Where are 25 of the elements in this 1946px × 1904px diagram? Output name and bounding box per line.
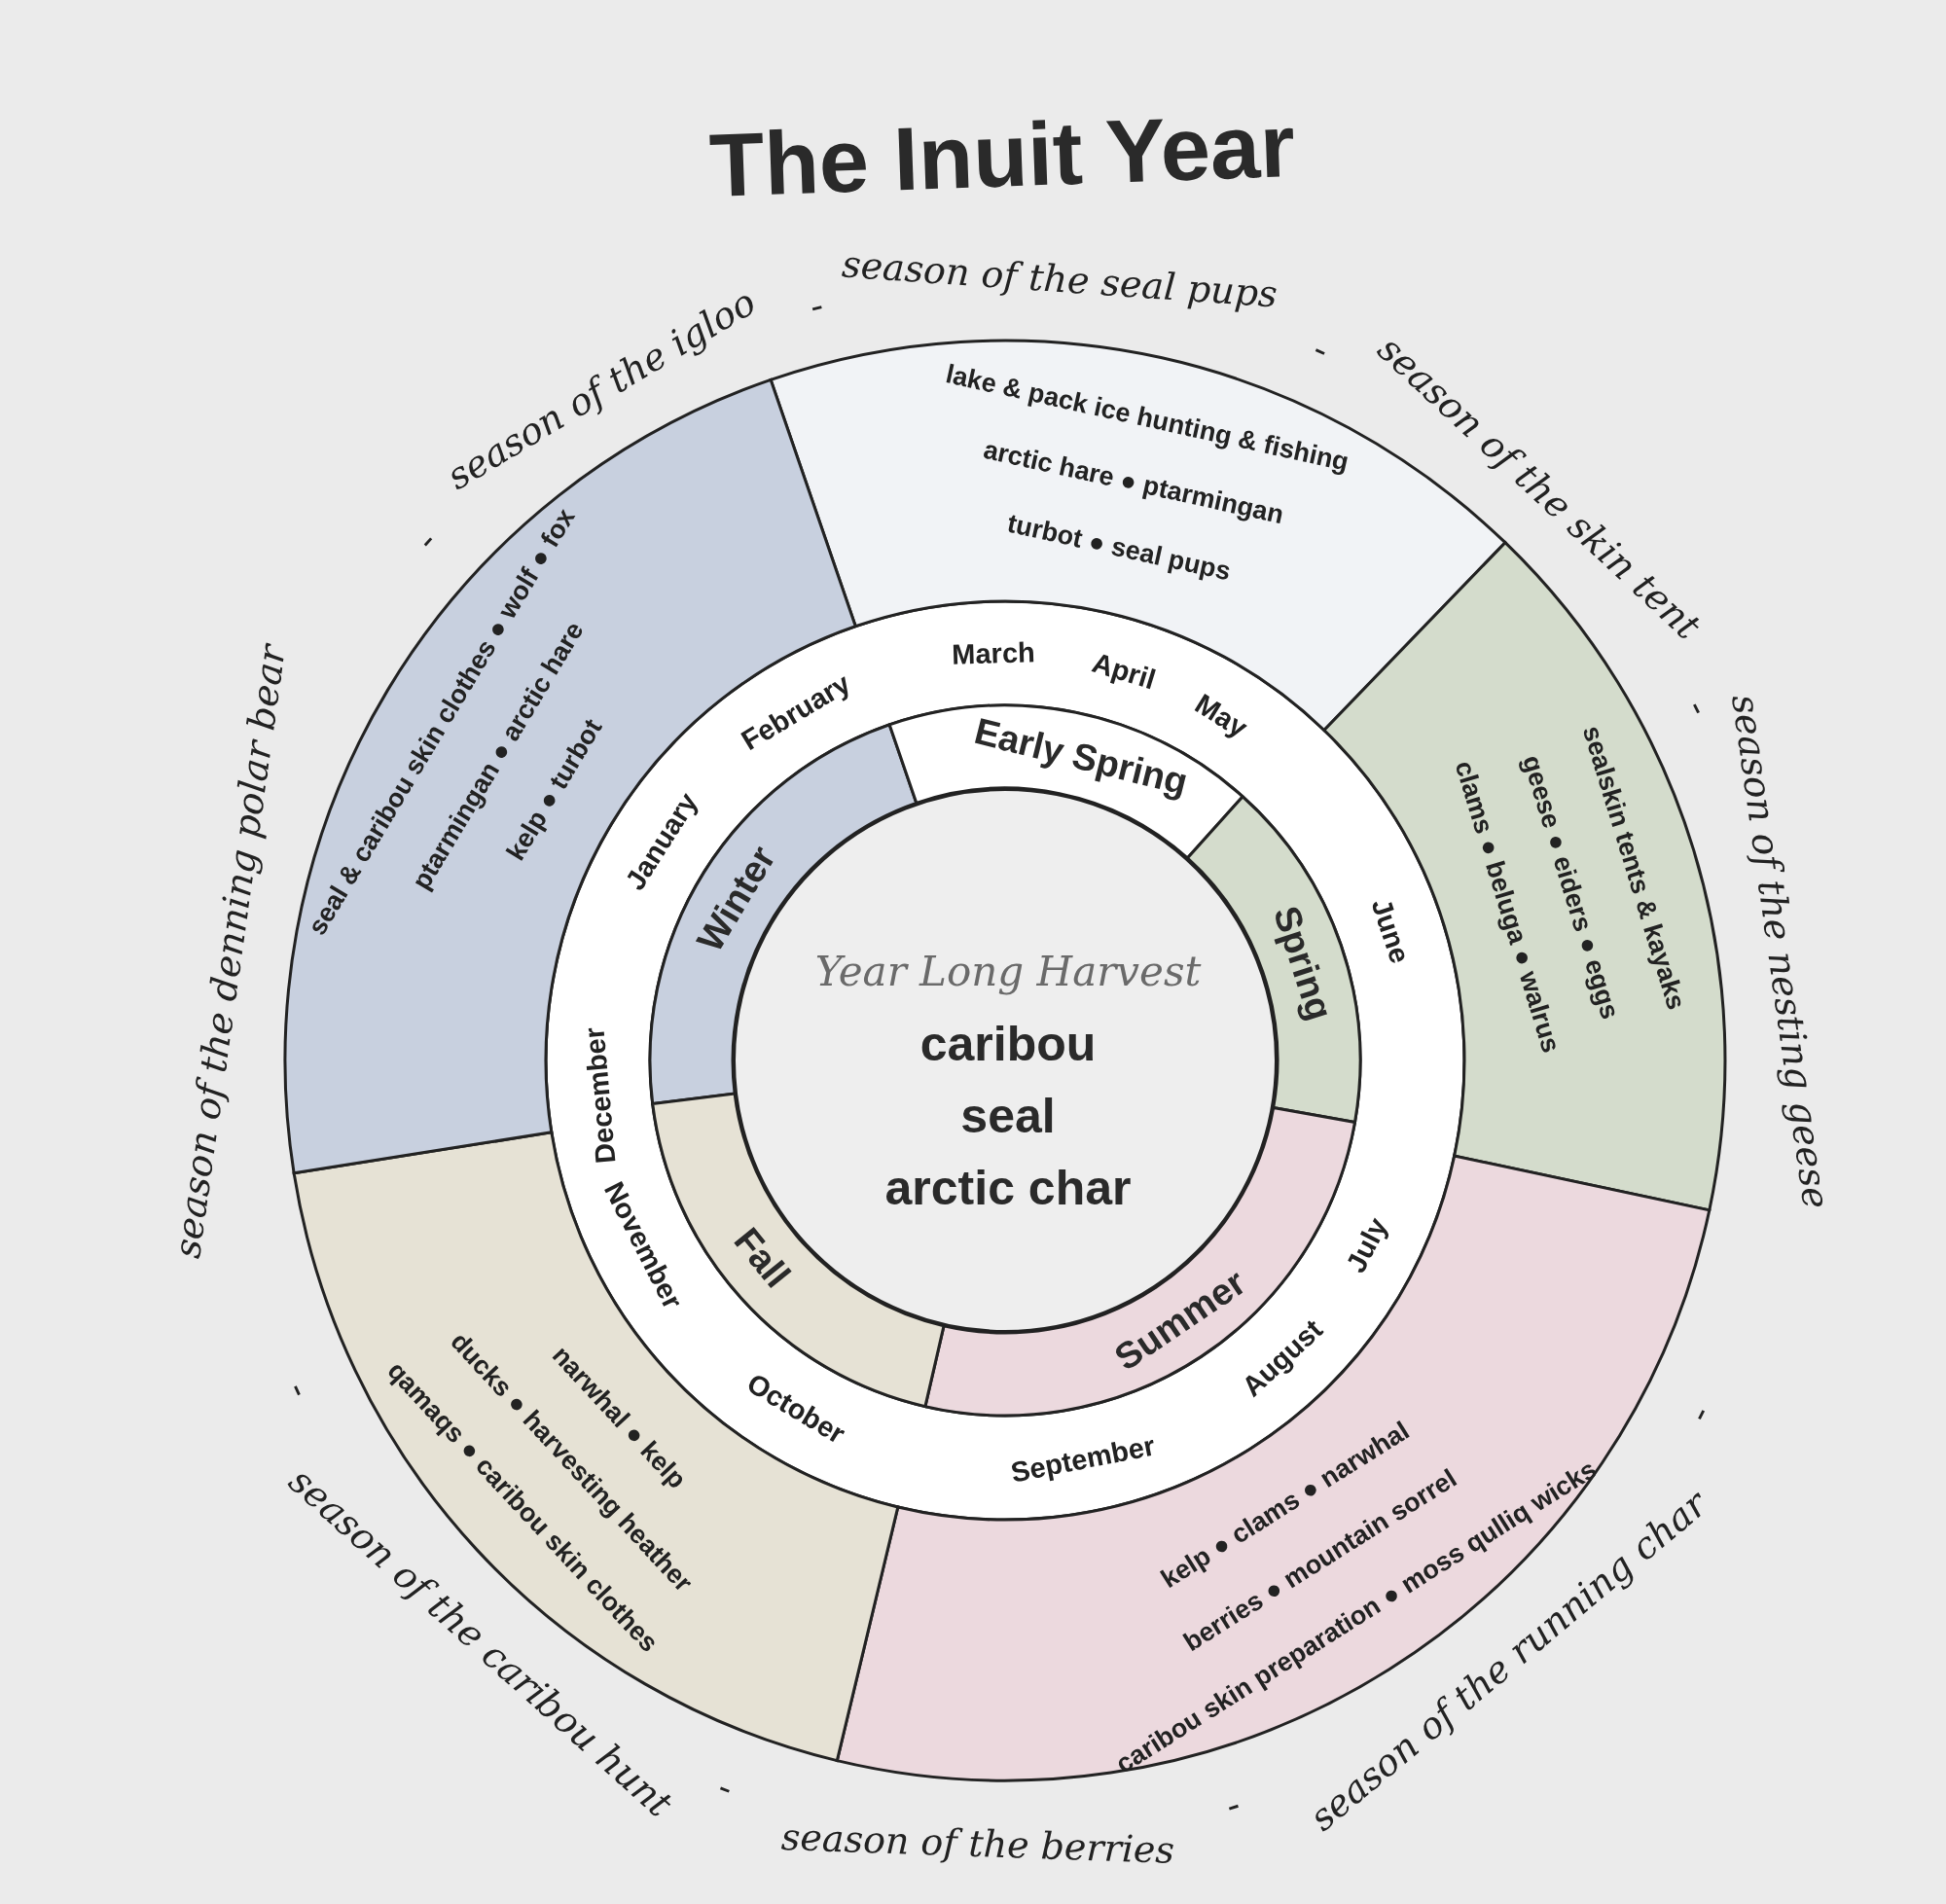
harvest-text: caribou [919, 1016, 1097, 1072]
season-label: season of the denning polar bear [164, 642, 294, 1261]
month-label: September [1008, 1429, 1158, 1490]
month-label: March [951, 636, 1035, 671]
harvest-text: arctic char [884, 1160, 1132, 1216]
season-label: season of the nesting geese [1723, 692, 1839, 1211]
season-name: Spring [1265, 901, 1342, 1026]
separator-dash: - [1307, 327, 1337, 372]
separator-dash: - [277, 1375, 322, 1405]
separator-dash: - [1676, 1398, 1721, 1429]
separator-dash: - [406, 521, 448, 559]
month-label: June [1365, 895, 1417, 968]
title: The Inuit Year [707, 94, 1297, 217]
month-label: April [1088, 646, 1160, 697]
season-label: season of the seal pups [840, 242, 1279, 316]
separator-dash: - [805, 282, 828, 328]
heading-text: Year Long Harvest [814, 947, 1202, 995]
month-label: December [578, 1026, 623, 1166]
separator-dash: - [1676, 692, 1721, 723]
harvest-text: seal [960, 1088, 1056, 1144]
separator-dash: - [712, 1765, 740, 1810]
separator-dash: - [1220, 1782, 1245, 1827]
month-label: July [1340, 1212, 1395, 1278]
season-label: season of the berries [780, 1814, 1175, 1872]
season-name: Fall [725, 1219, 799, 1296]
